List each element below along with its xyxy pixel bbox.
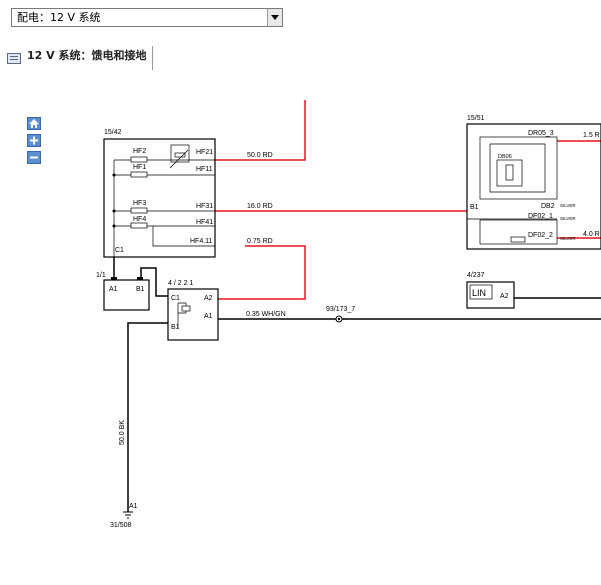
wire-label-15r: 1.5 R	[583, 132, 600, 139]
home-icon[interactable]	[27, 117, 41, 130]
module-pin-db2: DB2	[541, 203, 555, 210]
relay-pin-a2: A2	[204, 295, 213, 302]
splice-point[interactable]	[335, 315, 343, 323]
battery-pin-a1: A1	[109, 286, 118, 293]
module-silver-2: SILVER	[560, 216, 576, 221]
battery[interactable]	[103, 277, 150, 311]
module-pin-dr05: DR05_3	[528, 130, 554, 137]
battery-ref: 1/1	[96, 272, 106, 279]
pin-hf41: HF41	[196, 219, 213, 226]
diagram-selector[interactable]: 配电：12 V 系统	[11, 8, 283, 27]
diagram-selector-value: 配电：12 V 系统	[17, 11, 101, 24]
wires-black	[113, 257, 601, 512]
fuse-box-connector: C1	[115, 247, 124, 254]
pin-hf11: HF11	[196, 166, 213, 173]
wire-label-035whgn: 0.35 WH/GN	[246, 311, 286, 318]
fuse-label-hf3: HF3	[133, 200, 146, 207]
page-header: 12 V 系统：馈电和接地	[7, 46, 154, 70]
ground-symbol	[123, 511, 133, 519]
pin-hf411: HF4.11	[190, 238, 213, 245]
ground-ref: 31/508	[110, 522, 132, 529]
minus-icon[interactable]	[27, 151, 41, 164]
wire-label-50bk: 50.0 BK	[119, 420, 126, 445]
fuse-label-hf4: HF4	[133, 216, 146, 223]
splice-ref: 93/173_7	[326, 306, 355, 313]
document-icon	[7, 52, 21, 64]
module-silver-3: SILVER	[560, 236, 576, 241]
module-label-db06: DB06	[498, 154, 512, 160]
relay-pin-c1: C1	[171, 295, 180, 302]
fuse-label-hf2: HF2	[133, 148, 146, 155]
relay-ref: 4 / 2 2 1	[168, 280, 193, 287]
relay-pin-b1: B1	[171, 324, 180, 331]
lin-pin-a2: A2	[500, 293, 509, 300]
plus-icon[interactable]	[27, 134, 41, 147]
wire-label-50rd: 50.0 RD	[247, 152, 273, 159]
battery-pin-b1: B1	[136, 286, 145, 293]
lin-node[interactable]	[466, 281, 515, 309]
chevron-down-icon[interactable]	[267, 9, 282, 26]
fuse-box-ref: 15/42	[104, 129, 122, 136]
module-pin-b1: B1	[470, 204, 479, 211]
module-ref: 15/51	[467, 115, 485, 122]
wire-50-rd[interactable]	[215, 100, 306, 161]
lin-label: LIN	[472, 288, 486, 298]
wire-label-40r: 4.0 R	[583, 231, 600, 238]
wire-50-bk[interactable]	[127, 322, 168, 512]
wires-red	[215, 100, 601, 300]
wire-075-rd[interactable]	[218, 245, 306, 300]
pin-hf21: HF21	[196, 149, 213, 156]
ground-pin: A1	[129, 503, 138, 510]
module-pin-df022: DF02_2	[528, 232, 553, 239]
fuse-box[interactable]	[103, 138, 216, 258]
module-pin-df021: DF02_1	[528, 213, 553, 220]
pin-hf31: HF31	[196, 203, 213, 210]
page-title: 12 V 系统：馈电和接地	[27, 46, 154, 70]
relay-pin-a1: A1	[204, 313, 213, 320]
relay[interactable]	[167, 288, 219, 341]
fuse-label-hf1: HF1	[133, 164, 146, 171]
lin-node-ref: 4/237	[467, 272, 485, 279]
wire-batt-relay[interactable]	[140, 267, 168, 297]
wire-label-16rd: 16.0 RD	[247, 203, 273, 210]
module-silver-1: SILVER	[560, 203, 576, 208]
wire-label-075rd: 0.75 RD	[247, 238, 273, 245]
module[interactable]	[466, 123, 601, 250]
